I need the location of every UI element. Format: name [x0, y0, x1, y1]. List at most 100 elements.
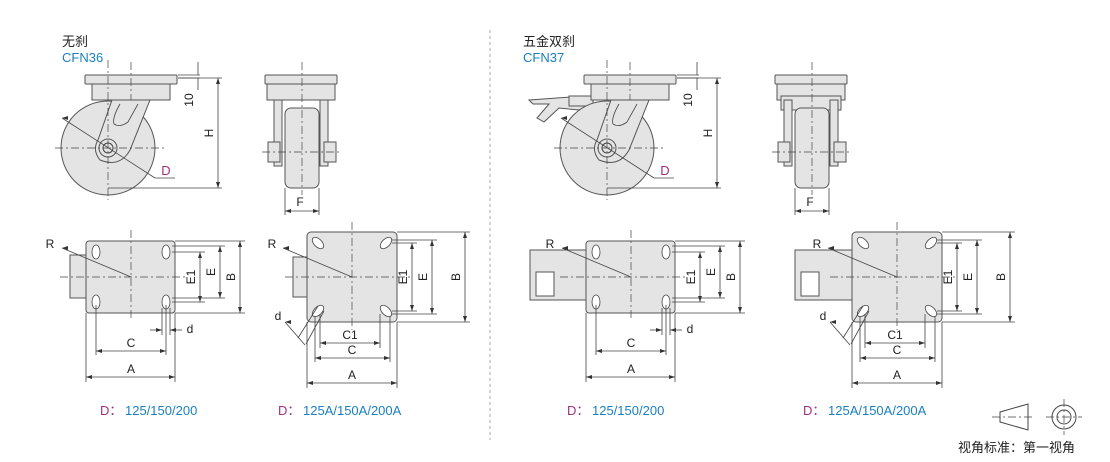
dim-E-label: E	[204, 268, 218, 276]
dim-C-label: C	[893, 343, 902, 357]
fork-right	[319, 99, 329, 167]
arrowhead	[1008, 316, 1012, 322]
arrowhead	[307, 381, 313, 385]
arrowhead	[218, 292, 222, 298]
dim-A-label: A	[348, 368, 356, 382]
arrowhead	[198, 252, 202, 258]
diameter-line	[560, 117, 655, 179]
caption-sizes: 125/150/200	[125, 403, 197, 418]
arrowhead	[586, 375, 592, 379]
fork-slot	[113, 103, 139, 126]
dim-d-label: d	[187, 322, 194, 336]
dim-d-label: d	[820, 309, 827, 323]
dim-E1-label: E1	[396, 269, 410, 284]
dim-D: D	[660, 163, 669, 178]
dim-10-label: 10	[681, 93, 695, 107]
caption-sizes: 125A/150A/200A	[828, 403, 927, 418]
dim-d-label: d	[275, 309, 282, 323]
mounting-hole	[591, 244, 601, 260]
radius-line	[282, 247, 353, 278]
brake-pedal	[568, 95, 594, 107]
arrowhead	[715, 182, 719, 188]
mounting-hole	[924, 304, 938, 318]
dim-H-label: H	[701, 129, 715, 138]
arrowhead	[975, 240, 979, 246]
panel-title: 无刹	[62, 34, 88, 49]
arrowhead	[795, 209, 801, 213]
arrowhead	[170, 328, 176, 332]
arrowhead	[929, 356, 935, 360]
arrowhead	[463, 316, 467, 322]
arrowhead	[86, 375, 92, 379]
arrowhead	[320, 341, 326, 345]
dim-C1-label: C1	[887, 328, 903, 342]
arrowhead	[660, 349, 666, 353]
arrowhead	[238, 241, 242, 247]
dim-F-label: F	[806, 195, 813, 209]
dim-R-label: R	[546, 237, 555, 251]
projection-standard-label: 视角标准：第一视角	[958, 440, 1075, 455]
dim-C-label: C	[348, 343, 357, 357]
truncated-cone-icon	[999, 403, 1029, 431]
fork-slot	[612, 103, 638, 126]
dim-C1-label: C1	[342, 328, 358, 342]
arrowhead	[410, 305, 414, 311]
dim-d-label: d	[687, 322, 694, 336]
panel-title: 五金双刹	[523, 34, 575, 49]
arrowhead	[718, 246, 722, 252]
arrowhead	[285, 320, 291, 324]
caption-prefix: D：	[567, 403, 589, 418]
arrowhead	[283, 246, 289, 250]
dim-d	[284, 321, 306, 346]
brake-pedal	[800, 271, 820, 297]
mounting-hole	[856, 236, 870, 250]
arrowhead	[596, 349, 602, 353]
arrowhead	[955, 305, 959, 311]
top-plate	[774, 74, 848, 85]
dim-B-label: B	[724, 273, 738, 281]
front-view: F	[262, 62, 342, 215]
arrowhead	[169, 375, 175, 379]
ext	[297, 305, 319, 339]
arrowhead	[955, 243, 959, 249]
arrowhead	[216, 78, 220, 84]
arrowhead	[216, 182, 220, 188]
arrowhead	[670, 328, 676, 332]
stem	[69, 254, 87, 299]
arrowhead	[936, 381, 942, 385]
dim-E1-label: E1	[941, 269, 955, 284]
arrowhead	[561, 116, 567, 120]
arrowhead	[669, 375, 675, 379]
dim-D: D	[161, 163, 170, 178]
arrowhead	[156, 328, 162, 332]
arrowhead	[384, 356, 390, 360]
dim-E-label: E	[704, 268, 718, 276]
arrowhead	[656, 328, 662, 332]
dim-R-label: R	[46, 237, 55, 251]
dim-E-label: E	[961, 273, 975, 281]
arrowhead	[313, 209, 319, 213]
dim-C-label: C	[627, 336, 636, 350]
radius-line	[827, 247, 898, 278]
model-number: CFN37	[523, 50, 564, 65]
side-view: D 10H	[527, 60, 721, 200]
arrowhead	[830, 320, 836, 324]
mounting-hole	[379, 304, 393, 318]
mount-block	[266, 83, 336, 101]
arrowhead	[738, 241, 742, 247]
arrowhead	[391, 381, 397, 385]
arrowhead	[823, 209, 829, 213]
dim-A-label: A	[627, 362, 635, 376]
arrowhead	[198, 296, 202, 302]
dim-B-label: B	[224, 273, 238, 281]
dim-B-label: B	[449, 273, 463, 281]
dim-F-label: F	[296, 195, 303, 209]
radius-line	[561, 247, 632, 278]
arrowhead	[430, 240, 434, 246]
arrowhead	[374, 341, 380, 345]
